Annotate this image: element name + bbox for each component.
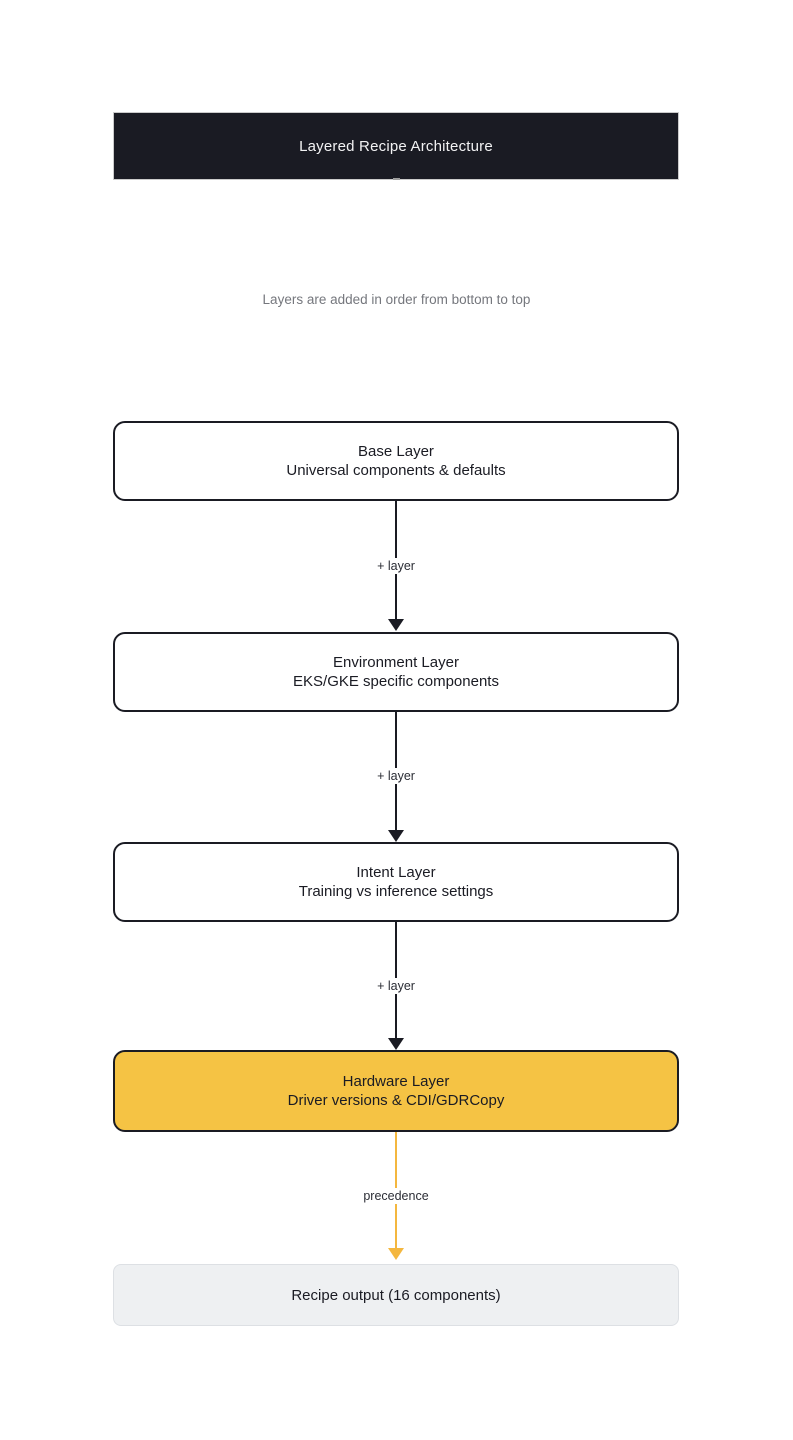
- diagram-title: Layered Recipe Architecture: [299, 137, 493, 155]
- node-subtitle: Training vs inference settings: [298, 883, 494, 900]
- node-intent-layer: Intent Layer Training vs inference setti…: [113, 842, 679, 922]
- node-title: Base Layer: [358, 442, 434, 460]
- header-edge-notch: [393, 178, 400, 180]
- diagram-title-bar: Layered Recipe Architecture: [113, 112, 679, 180]
- arrow-down-icon: [388, 619, 404, 631]
- node-hardware-layer: Hardware Layer Driver versions & CDI/GDR…: [113, 1050, 679, 1132]
- edge-label: + layer: [372, 558, 420, 574]
- diagram-subtitle: Layers are added in order from bottom to…: [262, 292, 531, 307]
- node-base-layer: Base Layer Universal components & defaul…: [113, 421, 679, 501]
- arrow-down-icon: [388, 830, 404, 842]
- edge-label: + layer: [372, 978, 420, 994]
- edge-label: precedence: [358, 1188, 434, 1204]
- output-label: Recipe output (16 components): [291, 1286, 501, 1304]
- node-recipe-output: Recipe output (16 components): [113, 1264, 679, 1326]
- node-title: Intent Layer: [356, 863, 436, 881]
- edge-label: + layer: [372, 768, 420, 784]
- node-title: Hardware Layer: [342, 1072, 450, 1090]
- node-title: Environment Layer: [333, 653, 459, 671]
- arrow-down-icon: [388, 1248, 404, 1260]
- node-subtitle: Universal components & defaults: [286, 462, 506, 479]
- node-subtitle: Driver versions & CDI/GDRCopy: [287, 1092, 505, 1109]
- node-environment-layer: Environment Layer EKS/GKE specific compo…: [113, 632, 679, 712]
- arrow-down-icon: [388, 1038, 404, 1050]
- node-subtitle: EKS/GKE specific components: [293, 673, 499, 690]
